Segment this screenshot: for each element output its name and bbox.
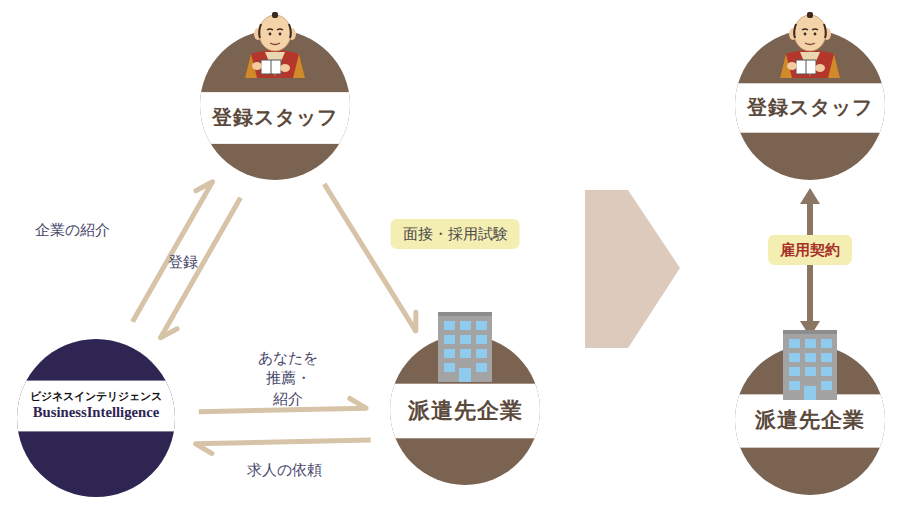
band-text: ビジネスインテリジェンスBusinessIntelligence <box>17 390 175 423</box>
building-window <box>460 321 471 330</box>
circle-node: 派遣先企業 <box>735 345 885 495</box>
circle-fill <box>390 335 540 485</box>
node-title: 登録スタッフ <box>735 95 885 120</box>
building-window <box>460 335 471 344</box>
node-title: 派遣先企業 <box>390 397 540 426</box>
circle-fill <box>735 30 885 180</box>
company-name-kana: ビジネスインテリジェンス <box>17 390 175 404</box>
circle-fill <box>17 339 175 497</box>
connector-arrow <box>133 182 213 322</box>
building-door <box>459 368 471 382</box>
circle-node: 派遣先企業 <box>390 335 540 485</box>
label-band <box>735 394 885 447</box>
building-window <box>789 381 800 390</box>
arrow-head <box>350 398 366 408</box>
arrow-head <box>800 188 820 204</box>
connector-line <box>133 182 213 322</box>
label-band <box>17 381 175 432</box>
connector-line <box>160 198 240 338</box>
edge-label: 求人の依頼 <box>247 460 322 480</box>
building-window <box>476 363 487 372</box>
company-name-latin: BusinessIntelligence <box>17 403 175 422</box>
circle-fill <box>735 345 885 495</box>
circle-fill <box>200 30 350 180</box>
building-window <box>821 367 832 376</box>
arrow-head <box>413 312 418 331</box>
label-band <box>390 384 540 439</box>
building-window <box>476 335 487 344</box>
band-text: 登録スタッフ <box>735 95 885 120</box>
building-window <box>444 363 455 372</box>
connector-line <box>324 184 416 331</box>
arrow-head <box>196 182 213 191</box>
edge-label: あなたを 推薦・紹介 <box>258 348 318 409</box>
edge-label: 企業の紹介 <box>35 220 110 240</box>
connector-arrow <box>160 198 240 338</box>
node-title: 派遣先企業 <box>735 407 885 434</box>
building-window <box>444 349 455 358</box>
building-window <box>805 339 816 348</box>
building-window <box>821 353 832 362</box>
building-window <box>821 339 832 348</box>
circle-shape <box>200 30 350 180</box>
building-window <box>476 321 487 330</box>
label-band <box>200 92 350 144</box>
label-band <box>735 83 885 132</box>
arrow-head <box>196 444 212 454</box>
connector-arrow <box>324 184 416 331</box>
building-window <box>444 321 455 330</box>
building-door <box>804 386 816 400</box>
transition-arrow-shape <box>585 190 680 348</box>
circle-node: 登録スタッフ <box>200 30 350 180</box>
building-window <box>789 367 800 376</box>
building-window <box>460 349 471 358</box>
building-window <box>476 349 487 358</box>
circle-node: 登録スタッフ <box>735 30 885 180</box>
building-window <box>789 339 800 348</box>
circle-node: ビジネスインテリジェンスBusinessIntelligence <box>17 339 175 497</box>
band-text: 派遣先企業 <box>735 407 885 434</box>
connector-line <box>196 440 371 444</box>
connector-arrow <box>196 440 371 453</box>
band-text: 登録スタッフ <box>200 105 350 131</box>
connector-line <box>199 408 366 412</box>
edge-label-box: 面接・採用試験 <box>391 219 520 249</box>
building-window <box>805 367 816 376</box>
building-window <box>821 381 832 390</box>
edge-label-box: 雇用契約 <box>768 235 852 265</box>
building-window <box>805 353 816 362</box>
arrow-head <box>160 329 177 338</box>
arrow-head <box>800 321 820 337</box>
edge-label: 登録 <box>168 252 198 272</box>
node-title: 登録スタッフ <box>200 105 350 131</box>
building-window <box>444 335 455 344</box>
band-text: 派遣先企業 <box>390 397 540 426</box>
building-window <box>789 353 800 362</box>
